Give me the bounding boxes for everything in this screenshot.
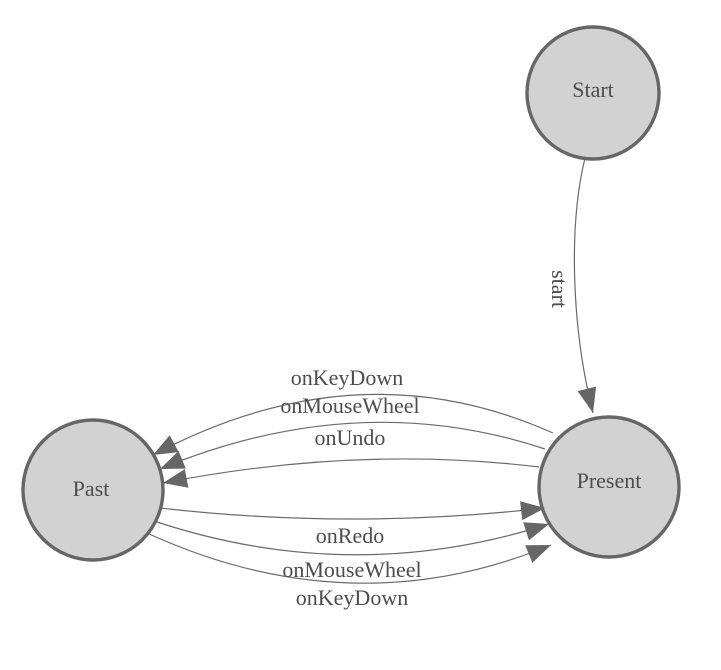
edge-past-to-present-onkeydown-arrowhead (525, 545, 551, 563)
edge-past-to-present-onredo-arrowhead (520, 501, 545, 521)
edge-label-start: start (547, 270, 572, 308)
node-past[interactable]: Past (21, 418, 165, 562)
edge-label-layer: start onKeyDown onMouseWheel onUndo onRe… (280, 270, 572, 610)
node-layer: Start Present Past (21, 25, 681, 562)
edge-present-to-past-onundo-arrowhead (163, 469, 189, 488)
edge-label-onkeydown-bottom: onKeyDown (296, 585, 408, 610)
edge-present-to-past-onmousewheel-arrowhead (160, 451, 186, 469)
edge-past-to-present-onmousewheel-arrowhead (523, 522, 549, 541)
node-present-label: Present (577, 468, 642, 493)
edge-start-to-present-arrowhead (577, 386, 597, 413)
node-past-label: Past (73, 476, 110, 501)
node-start-circle[interactable] (525, 25, 661, 161)
edge-past-to-present-onmousewheel (153, 520, 550, 556)
edge-present-to-past-onmousewheel (159, 421, 546, 470)
node-past-circle[interactable] (21, 418, 165, 562)
edge-label-onmousewheel-top: onMouseWheel (280, 393, 419, 418)
edge-label-onmousewheel-bottom: onMouseWheel (282, 557, 421, 582)
edge-past-to-present-onredo (159, 507, 546, 520)
node-start-label: Start (572, 77, 614, 102)
node-present-circle[interactable] (537, 415, 681, 559)
edge-label-onredo: onRedo (316, 523, 384, 548)
node-start[interactable]: Start (525, 25, 661, 161)
edge-layer (146, 157, 594, 584)
edge-present-to-past-onkeydown (152, 393, 554, 456)
edge-present-to-past-onundo (162, 458, 540, 484)
edge-start-to-present (573, 157, 594, 414)
edge-label-onkeydown-top: onKeyDown (291, 365, 403, 390)
edge-present-to-past-onkeydown-arrowhead (153, 435, 179, 455)
node-present[interactable]: Present (537, 415, 681, 559)
edge-past-to-present-onkeydown (146, 532, 552, 584)
arrowhead-layer (153, 386, 597, 563)
edge-label-onundo: onUndo (315, 425, 386, 450)
